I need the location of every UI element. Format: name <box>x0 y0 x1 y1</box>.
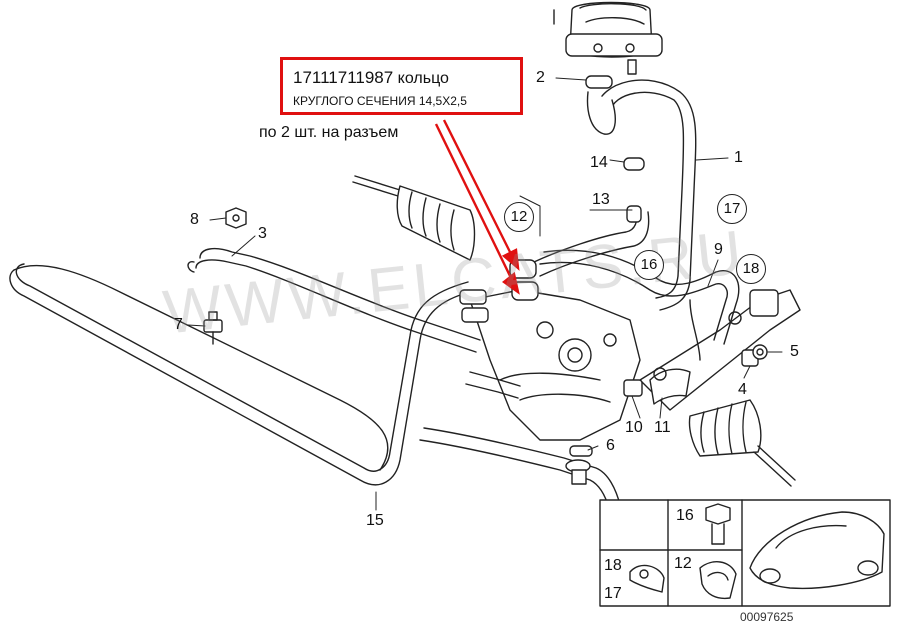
label-6: 6 <box>606 437 615 454</box>
label-4: 4 <box>738 381 747 398</box>
inset-label-17: 17 <box>604 585 622 602</box>
fitting-11 <box>649 367 691 405</box>
callout-line-2: КРУГЛОГО СЕЧЕНИЯ 14,5Х2,5 <box>293 94 467 108</box>
callout-line-1: 17111711987 кольцо <box>293 68 449 88</box>
part-callout: 17111711987 кольцо КРУГЛОГО СЕЧЕНИЯ 14,5… <box>280 57 523 115</box>
label-3: 3 <box>258 225 267 242</box>
inset-parts-box <box>599 499 891 607</box>
inset-label-16: 16 <box>676 507 694 524</box>
nut-8 <box>225 207 247 229</box>
hose-1 <box>595 79 697 311</box>
clamp-14 <box>623 157 645 171</box>
fluid-reservoir <box>553 1 663 75</box>
circled-16: 16 <box>634 250 664 280</box>
callout-part-number: 17111711987 <box>293 68 394 87</box>
pipe-15 <box>9 263 471 486</box>
label-10: 10 <box>625 419 643 436</box>
label-11: 11 <box>654 419 671 436</box>
label-14: 14 <box>590 154 608 171</box>
label-2: 2 <box>536 69 545 86</box>
circled-17: 17 <box>717 194 747 224</box>
circled-12: 12 <box>504 202 534 232</box>
fitting-10 <box>623 379 643 397</box>
document-number: 00097625 <box>740 610 794 624</box>
label-9: 9 <box>714 241 723 258</box>
inset-label-12: 12 <box>674 555 692 572</box>
callout-arrows <box>434 119 520 295</box>
hose-9 <box>539 249 740 361</box>
label-13: 13 <box>592 191 610 208</box>
circled-18: 18 <box>736 254 766 284</box>
rack-boot-right <box>688 399 796 487</box>
label-8: 8 <box>190 211 199 228</box>
hose-2 <box>586 91 616 135</box>
callout-word: кольцо <box>397 70 449 87</box>
label-1: 1 <box>734 149 743 166</box>
inset-label-18: 18 <box>604 557 622 574</box>
pipe-3 <box>187 247 481 353</box>
fitting-6 <box>565 445 593 485</box>
fitting-lower <box>511 281 539 301</box>
rack-boot-left <box>352 175 476 261</box>
quantity-note: по 2 шт. на разъем <box>259 124 399 141</box>
washer-5 <box>752 344 768 360</box>
label-5: 5 <box>790 343 799 360</box>
label-15: 15 <box>366 512 384 529</box>
label-7: 7 <box>174 316 183 333</box>
clamp-2 <box>585 75 613 89</box>
